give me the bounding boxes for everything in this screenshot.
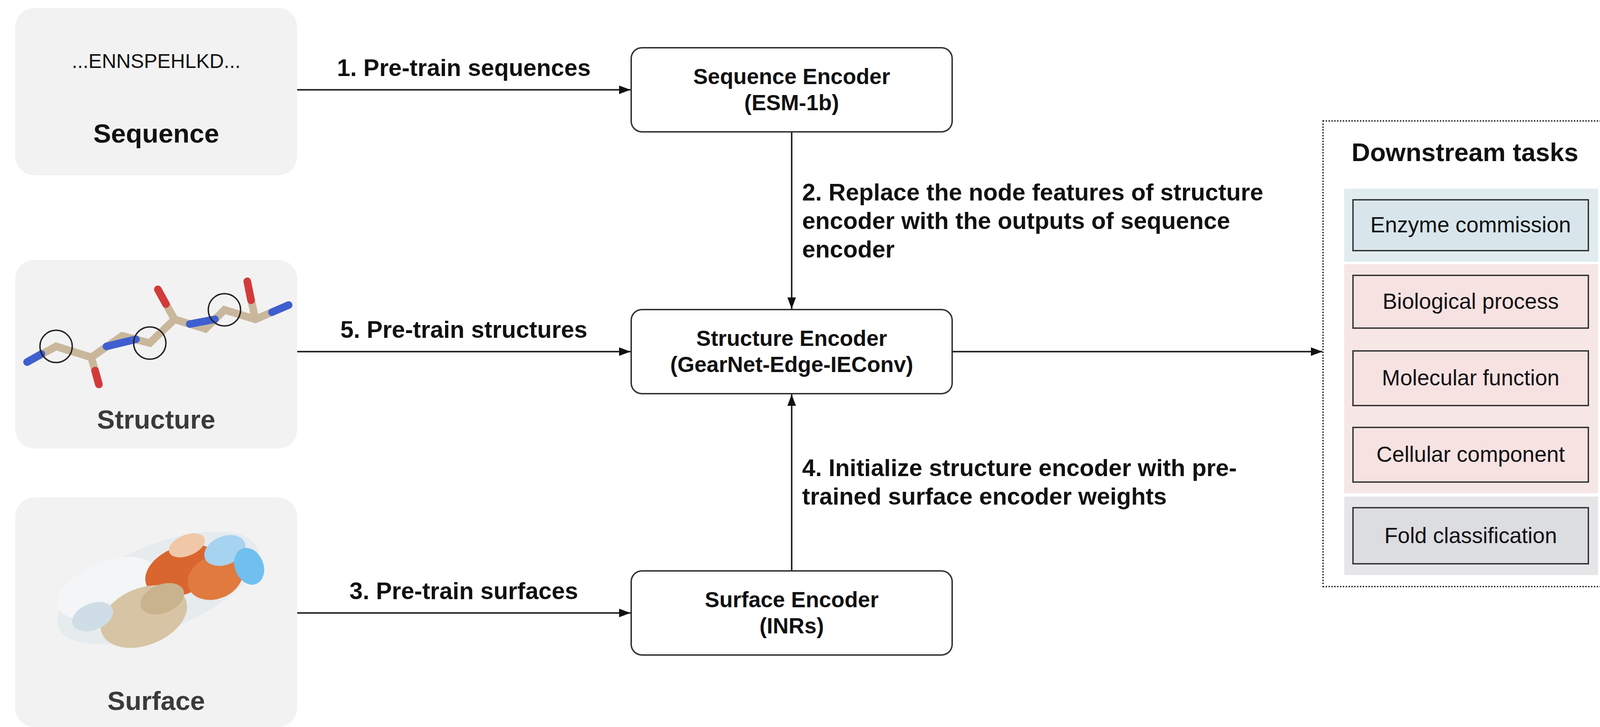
encoder-label: Structure Encoder (GearNet-Edge-IEConv)	[668, 325, 916, 379]
task-label: Fold classification	[1384, 523, 1557, 550]
step-label-box: 4. Initialize structure encoder with pre…	[802, 454, 1278, 512]
task-label: Biological process	[1382, 288, 1560, 315]
tasks-box: Downstream tasksEnzyme commissionBiologi…	[1322, 120, 1600, 588]
section-heading: Downstream tasks	[1323, 136, 1600, 168]
task-box: Fold classification	[1352, 507, 1590, 565]
input-panel: Surface	[15, 497, 298, 727]
step-label: 3. Pre-train surfaces	[349, 577, 579, 606]
step-label-box: 3. Pre-train surfaces	[349, 577, 579, 606]
panel-label: Sequence	[15, 117, 298, 150]
encoder-label: Sequence Encoder (ESM-1b)	[668, 63, 916, 117]
step-label-box: 5. Pre-train structures	[340, 315, 588, 345]
panel-label: Structure	[15, 403, 298, 436]
step-label: 2. Replace the node features of structur…	[802, 178, 1311, 264]
task-label: Enzyme commission	[1370, 212, 1571, 239]
flow-arrow	[297, 612, 631, 615]
flow-arrow	[791, 394, 793, 571]
task-box: Cellular component	[1352, 426, 1590, 484]
panel-label: ...ENNSPEHLKD...	[15, 49, 298, 74]
encoder-label: Surface Encoder (INRs)	[691, 587, 892, 640]
task-box: Molecular function	[1352, 350, 1590, 407]
input-panel: Structure	[15, 260, 298, 449]
flow-arrow	[791, 132, 793, 310]
task-label: Cellular component	[1376, 441, 1565, 468]
step-label: 5. Pre-train structures	[340, 315, 588, 345]
encoder-box: Sequence Encoder (ESM-1b)	[630, 47, 953, 133]
step-label: 4. Initialize structure encoder with pre…	[802, 454, 1278, 512]
flow-arrow	[952, 351, 1323, 353]
step-label-box: 1. Pre-train sequences	[337, 53, 592, 83]
flow-arrow	[297, 351, 631, 353]
step-label: 1. Pre-train sequences	[337, 53, 592, 83]
task-box: Enzyme commission	[1352, 199, 1590, 252]
encoder-box: Surface Encoder (INRs)	[630, 570, 953, 657]
input-panel: ...ENNSPEHLKD... Sequence	[15, 8, 298, 176]
task-box: Biological process	[1352, 274, 1590, 330]
step-label-box: 2. Replace the node features of structur…	[802, 178, 1311, 264]
panel-label: Surface	[15, 685, 298, 718]
flow-arrow	[297, 89, 631, 91]
task-label: Molecular function	[1381, 365, 1560, 392]
encoder-box: Structure Encoder (GearNet-Edge-IEConv)	[630, 309, 953, 395]
